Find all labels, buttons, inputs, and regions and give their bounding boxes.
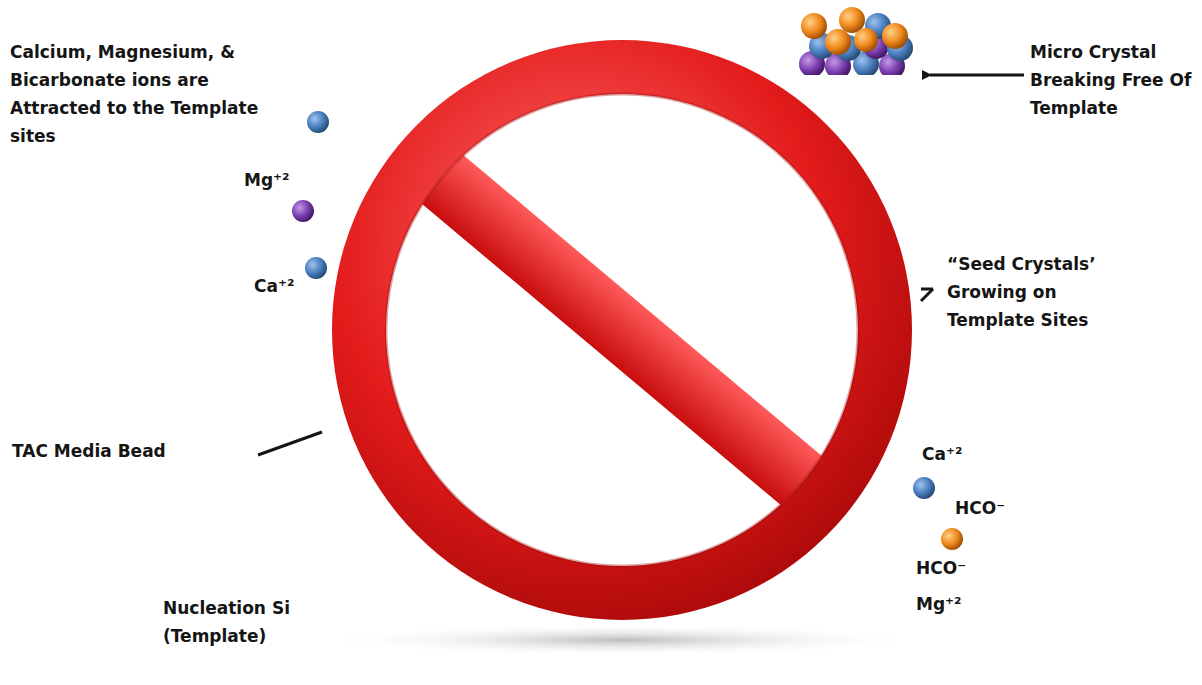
magnesium-ion	[292, 200, 314, 222]
label-text: “Seed Crystals’ Growing on Template Site…	[947, 250, 1132, 334]
label-text: Mg⁺²	[916, 590, 996, 618]
prohibition-edge	[386, 94, 858, 566]
leader-arrow	[930, 74, 1024, 77]
label-text: HCO⁻	[916, 554, 996, 582]
micro-crystal	[799, 7, 913, 75]
prohibition-ring	[332, 40, 912, 620]
label-text: Ca⁺²	[922, 440, 992, 468]
prohibition-bar	[410, 145, 834, 515]
calcium-ion	[913, 477, 935, 499]
label-text: Calcium, Magnesium, & Bicarbonate ions a…	[10, 38, 275, 150]
leader-line	[258, 432, 322, 455]
bicarbonate-ion	[941, 528, 963, 550]
label-text: TAC Media Bead	[12, 437, 252, 465]
leader-line	[921, 289, 933, 301]
label-text: Mg⁺²	[244, 166, 314, 194]
prohibition-inner	[386, 94, 858, 566]
label-text: HCO⁻	[955, 494, 1035, 522]
leader-line	[921, 288, 933, 291]
calcium-ion	[307, 111, 329, 133]
label-text: Ca⁺²	[254, 272, 324, 300]
calcium-ion	[305, 257, 327, 279]
sign-shadow	[322, 624, 922, 656]
label-text: Nucleation Si (Template)	[163, 594, 328, 650]
label-text: Micro Crystal Breaking Free Of Template	[1030, 38, 1198, 122]
